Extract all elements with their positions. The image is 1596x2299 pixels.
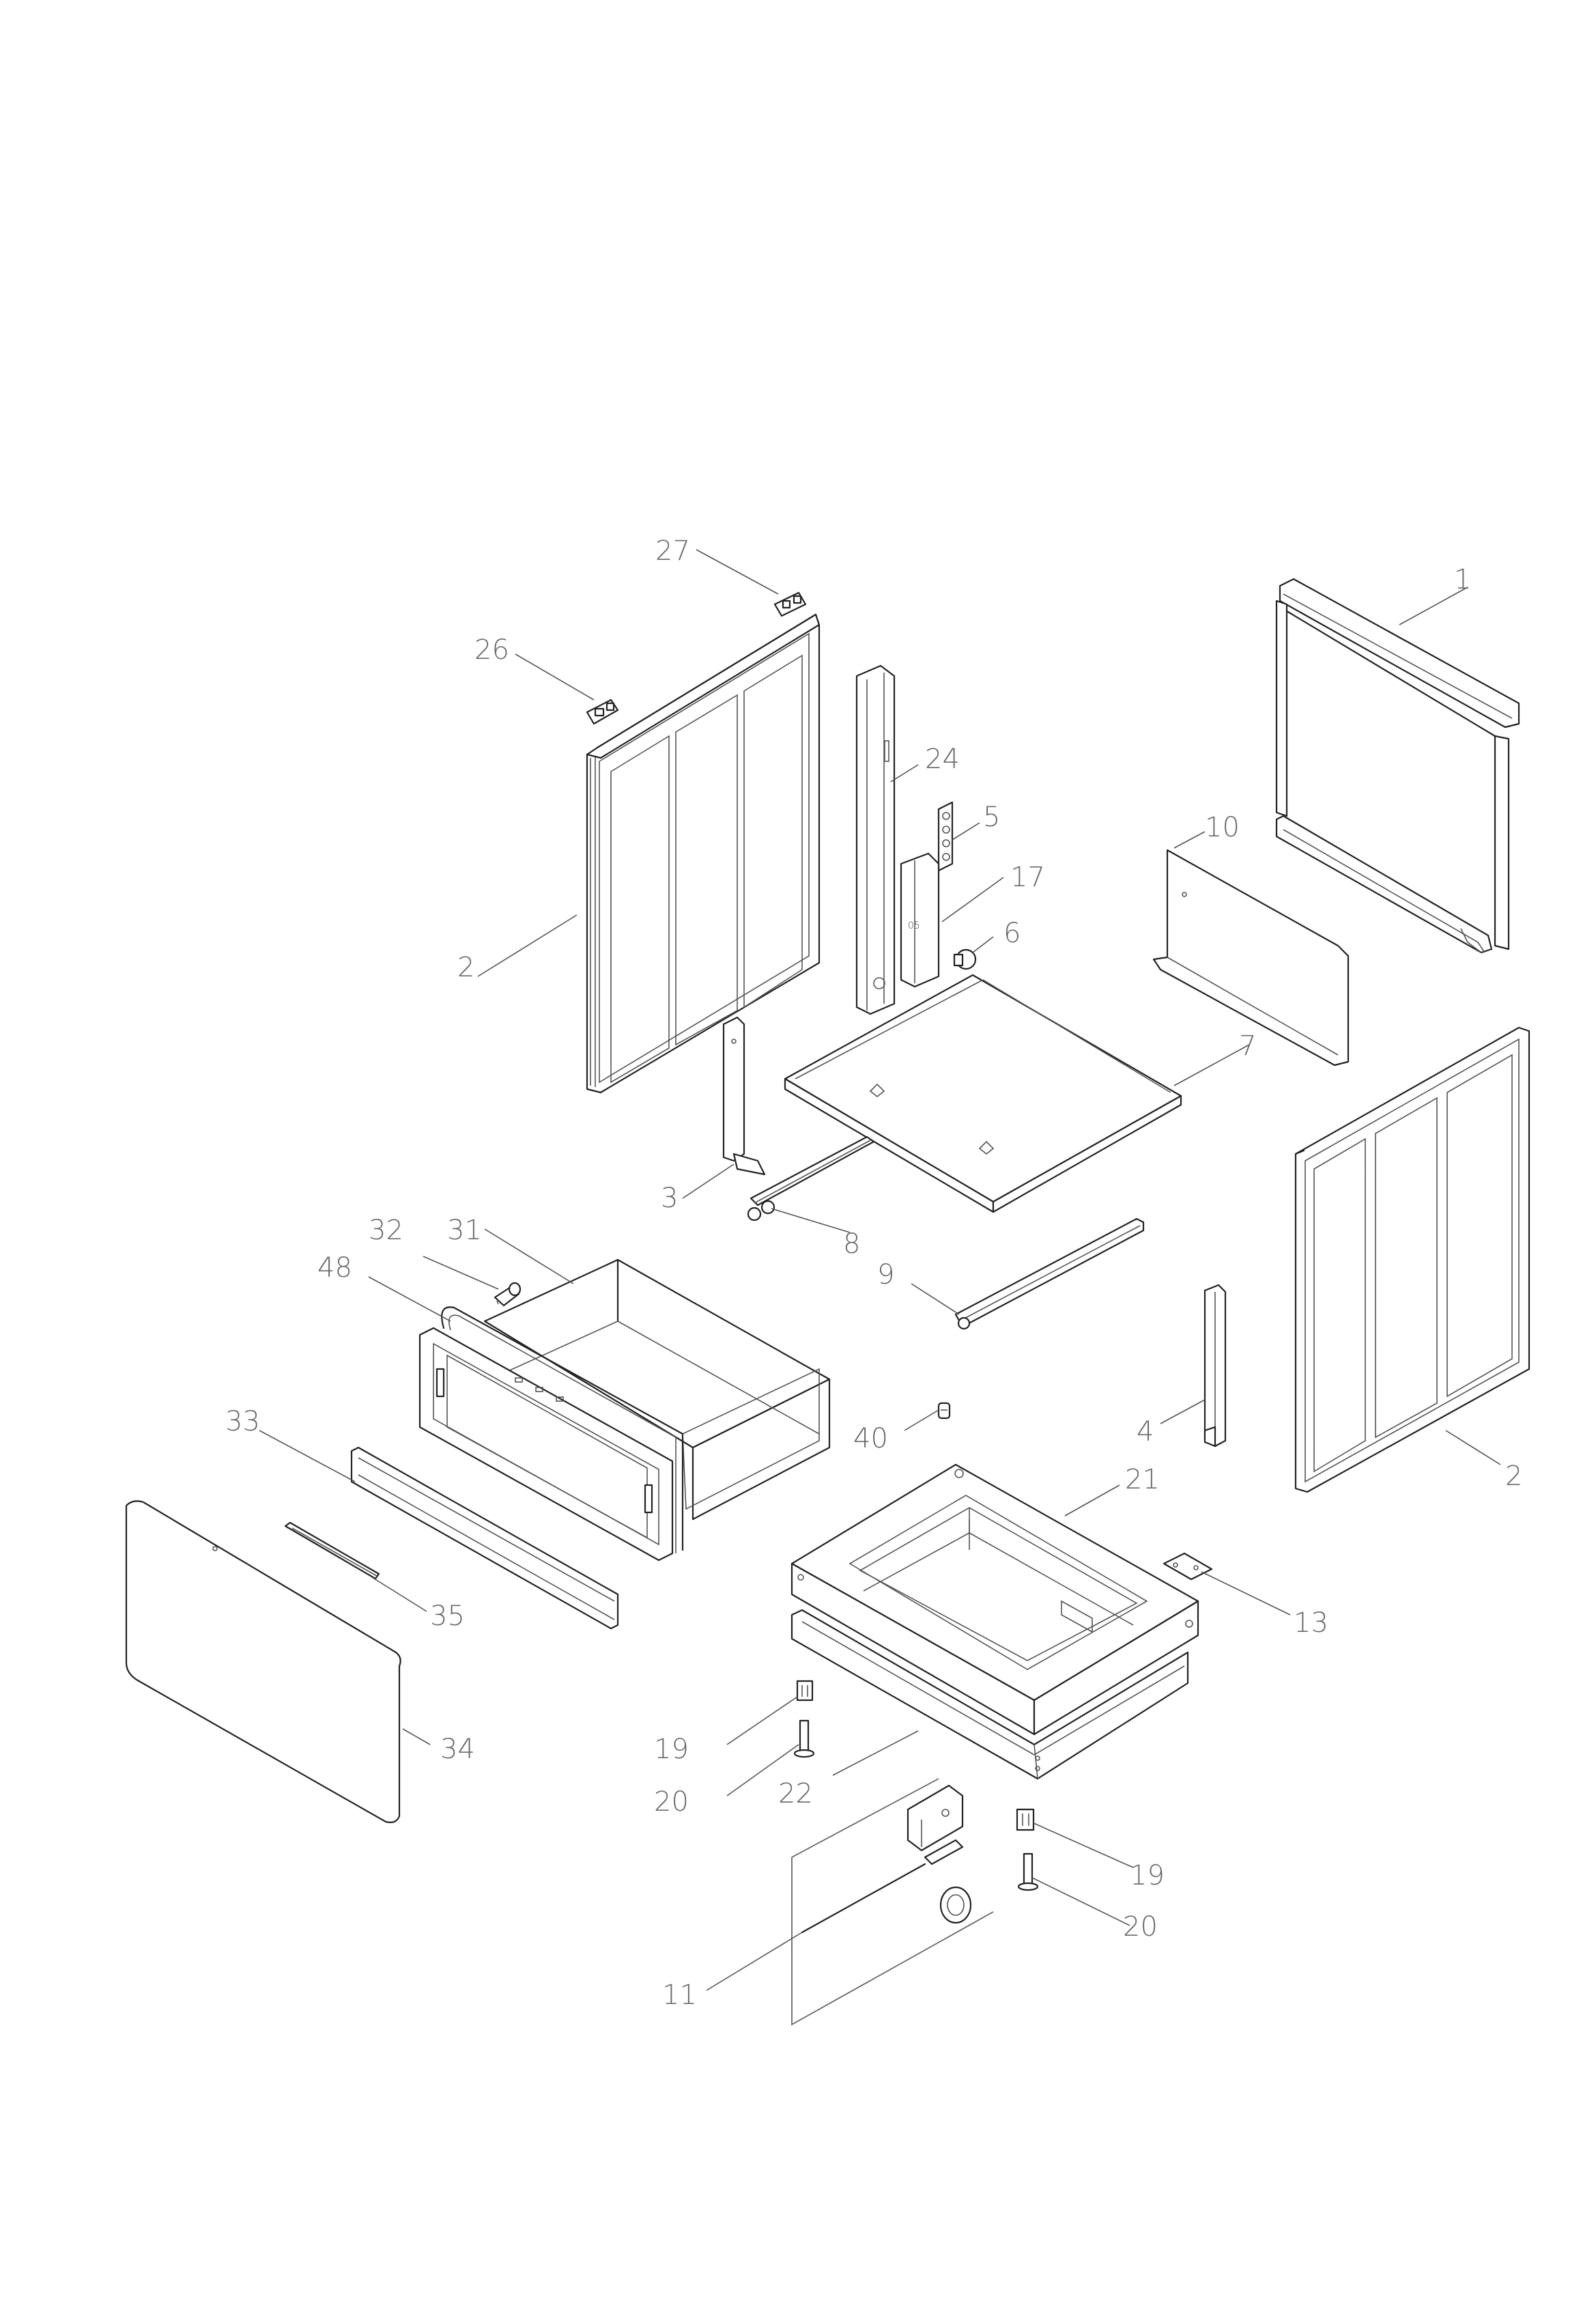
callout-21: 21: [1125, 1464, 1160, 1495]
callout-6: 6: [1003, 918, 1021, 949]
callout-27: 27: [655, 535, 690, 567]
part-upright-3: [722, 1016, 766, 1176]
part-rail-9: [954, 1217, 1145, 1330]
callout-24: 24: [925, 744, 960, 775]
callout-2-right: 2: [1505, 1461, 1522, 1492]
callout-20-left: 20: [654, 1786, 689, 1818]
callout-31: 31: [447, 1215, 482, 1246]
callout-32: 32: [369, 1215, 403, 1246]
part-leveler-bracket-19a: [796, 1680, 814, 1702]
callout-2-left: 2: [457, 952, 474, 983]
part-left-side-panel: [586, 613, 821, 1094]
part-trim-33: [350, 1446, 619, 1630]
part-leveling-leg-20a: [793, 1719, 815, 1758]
part-regulator-6: [953, 948, 977, 970]
part-clip-40: [937, 1402, 951, 1420]
callout-labels: 1 2 2 3 4 5 6 7 8 9 10 11 13 17 19 19 20…: [225, 535, 1522, 2011]
callout-1: 1: [1454, 564, 1471, 595]
callout-22: 22: [778, 1778, 813, 1809]
part-slide-rail-8: [747, 1136, 875, 1222]
part-cylinder-32: [494, 1282, 522, 1307]
part-tray-7: [784, 974, 1182, 1213]
callout-34: 34: [440, 1734, 475, 1765]
part-kit-11: [791, 1778, 994, 2026]
callout-19-right: 19: [1130, 1860, 1165, 1891]
callout-9: 9: [877, 1259, 894, 1290]
part-hinge-26: [586, 699, 619, 725]
part-drawer-frame-48: [418, 1306, 684, 1562]
part-rear-shield: [1152, 849, 1350, 1067]
callout-13: 13: [1294, 1607, 1328, 1639]
callout-35: 35: [430, 1600, 465, 1632]
part-bracket-17: 05: [900, 852, 940, 988]
leader-lines: [259, 549, 1501, 1991]
callout-20-right: 20: [1123, 1911, 1158, 1943]
part-handle-35: [284, 1521, 380, 1580]
callout-7: 7: [1239, 1030, 1256, 1062]
part-upright-24: [855, 664, 896, 1015]
callout-5: 5: [983, 802, 1000, 833]
part-hinge-27: [773, 591, 807, 617]
callout-26: 26: [474, 634, 509, 666]
part-leveling-leg-20b: [1017, 1852, 1039, 1891]
callout-33: 33: [225, 1406, 260, 1437]
callout-19-left: 19: [654, 1734, 689, 1765]
callout-8: 8: [843, 1228, 860, 1260]
callout-3: 3: [661, 1183, 678, 1214]
callout-48: 48: [317, 1252, 352, 1284]
part-base-skirt-22: [790, 1609, 1189, 1780]
callout-40: 40: [853, 1423, 888, 1454]
callout-4: 4: [1137, 1416, 1154, 1448]
callout-10: 10: [1205, 812, 1240, 843]
part-terminal-block-5: [937, 801, 954, 872]
callout-11: 11: [662, 1979, 697, 2011]
part-right-side-panel: [1294, 1026, 1530, 1493]
callout-17: 17: [1010, 862, 1045, 893]
svg-text:05: 05: [908, 920, 920, 931]
part-drawer-31: [483, 1258, 831, 1521]
part-upright-4: [1203, 1284, 1227, 1448]
part-leveler-bracket-19b: [1016, 1808, 1035, 1831]
part-rear-panel: [1275, 578, 1520, 954]
part-drawer-front-34: [125, 1500, 401, 1824]
part-bracket-13: [1163, 1552, 1213, 1581]
part-base-frame-21: [790, 1463, 1199, 1736]
